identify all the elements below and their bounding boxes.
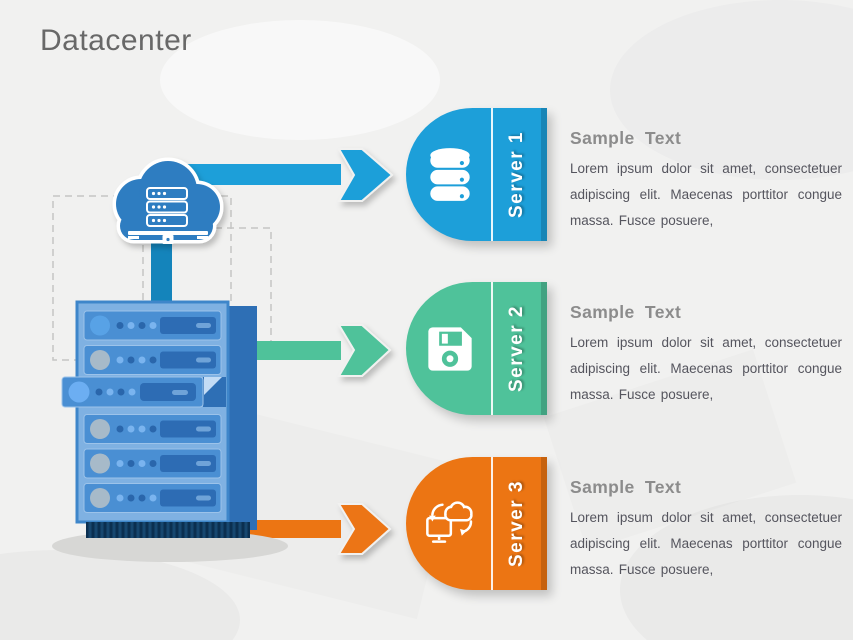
cloud-server-stack xyxy=(128,187,208,244)
arrow-orange-head xyxy=(337,503,392,555)
server2-pill: Server 2 xyxy=(406,282,547,415)
body-text: Lorem ipsum dolor sit amet, consectetuer… xyxy=(570,161,842,228)
cloud-server-icon xyxy=(112,157,224,244)
server1-pill: Server 1 xyxy=(406,108,547,241)
database-icon xyxy=(424,146,476,204)
body-text: Lorem ipsum dolor sit amet, consectetuer… xyxy=(570,335,842,402)
rack-unit xyxy=(83,483,222,513)
server-label: Server 3 xyxy=(506,479,527,567)
floppy-disk-icon xyxy=(424,320,476,378)
rack-unit-pulled xyxy=(61,376,226,408)
arrow-orange-bar xyxy=(250,520,341,538)
pill-divider xyxy=(491,282,493,415)
server-label: Server 1 xyxy=(506,130,527,218)
cloud-stem xyxy=(151,232,172,310)
rack-unit xyxy=(83,310,222,341)
server-rack-icon xyxy=(61,300,257,538)
pill-divider xyxy=(491,457,493,590)
server-label: Server 2 xyxy=(506,304,527,392)
page-title: Datacenter xyxy=(40,24,192,57)
pill-divider xyxy=(491,108,493,241)
cloud-sync-icon xyxy=(424,495,476,553)
sample-heading: Sample Text xyxy=(570,477,682,497)
arrow-green-head xyxy=(337,324,392,377)
rack-unit xyxy=(83,345,222,375)
sample-heading: Sample Text xyxy=(570,302,682,322)
arrow-blue-head xyxy=(337,148,394,202)
sample-heading: Sample Text xyxy=(570,128,682,148)
rack-unit xyxy=(83,448,222,479)
server3-pill: Server 3 xyxy=(406,457,547,590)
arrow-green-bar xyxy=(250,341,341,360)
body-text: Lorem ipsum dolor sit amet, consectetuer… xyxy=(570,510,842,577)
rack-unit xyxy=(83,414,222,444)
arrow-blue-bar xyxy=(168,164,341,185)
